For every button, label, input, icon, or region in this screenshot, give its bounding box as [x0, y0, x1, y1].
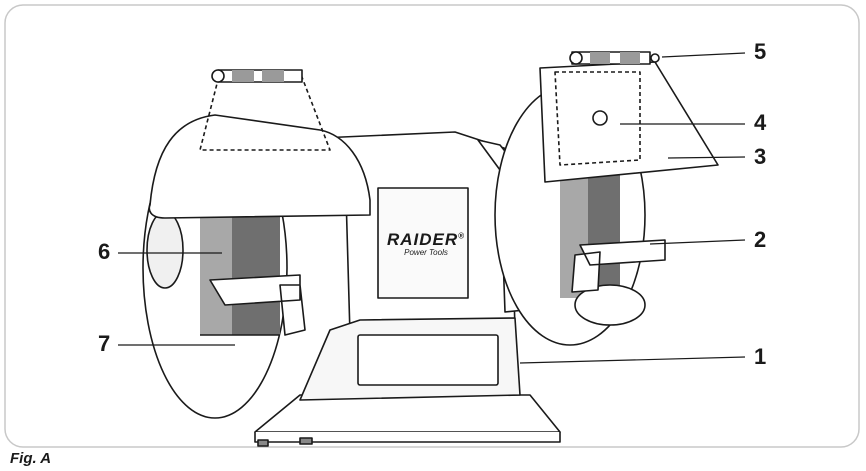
- switch-stand: [299, 317, 521, 401]
- brand-name: RAIDER: [386, 230, 459, 249]
- callout-leaders: [118, 52, 746, 364]
- left-tool-rest: [209, 274, 306, 336]
- brand-tagline: Power Tools: [404, 248, 448, 257]
- left-shield-clamp: [211, 69, 303, 83]
- callout-5: 5: [754, 39, 767, 64]
- callout-7: 7: [98, 331, 111, 356]
- right-shield-clamp: [569, 51, 660, 65]
- callout-4: 4: [754, 110, 767, 135]
- callout-3: 3: [754, 144, 767, 169]
- right-tool-rest: [571, 239, 666, 293]
- left-wheel-guard: [148, 114, 371, 219]
- figure-label: Fig. A: [10, 450, 52, 467]
- brand-mark: ®: [458, 231, 466, 241]
- brand-logo: RAIDER® Power Tools: [382, 230, 470, 257]
- callout-1: 1: [754, 344, 767, 369]
- base-plate: [254, 394, 561, 447]
- callout-2: 2: [754, 227, 767, 252]
- callout-6: 6: [98, 239, 111, 264]
- figure-frame: [4, 4, 860, 448]
